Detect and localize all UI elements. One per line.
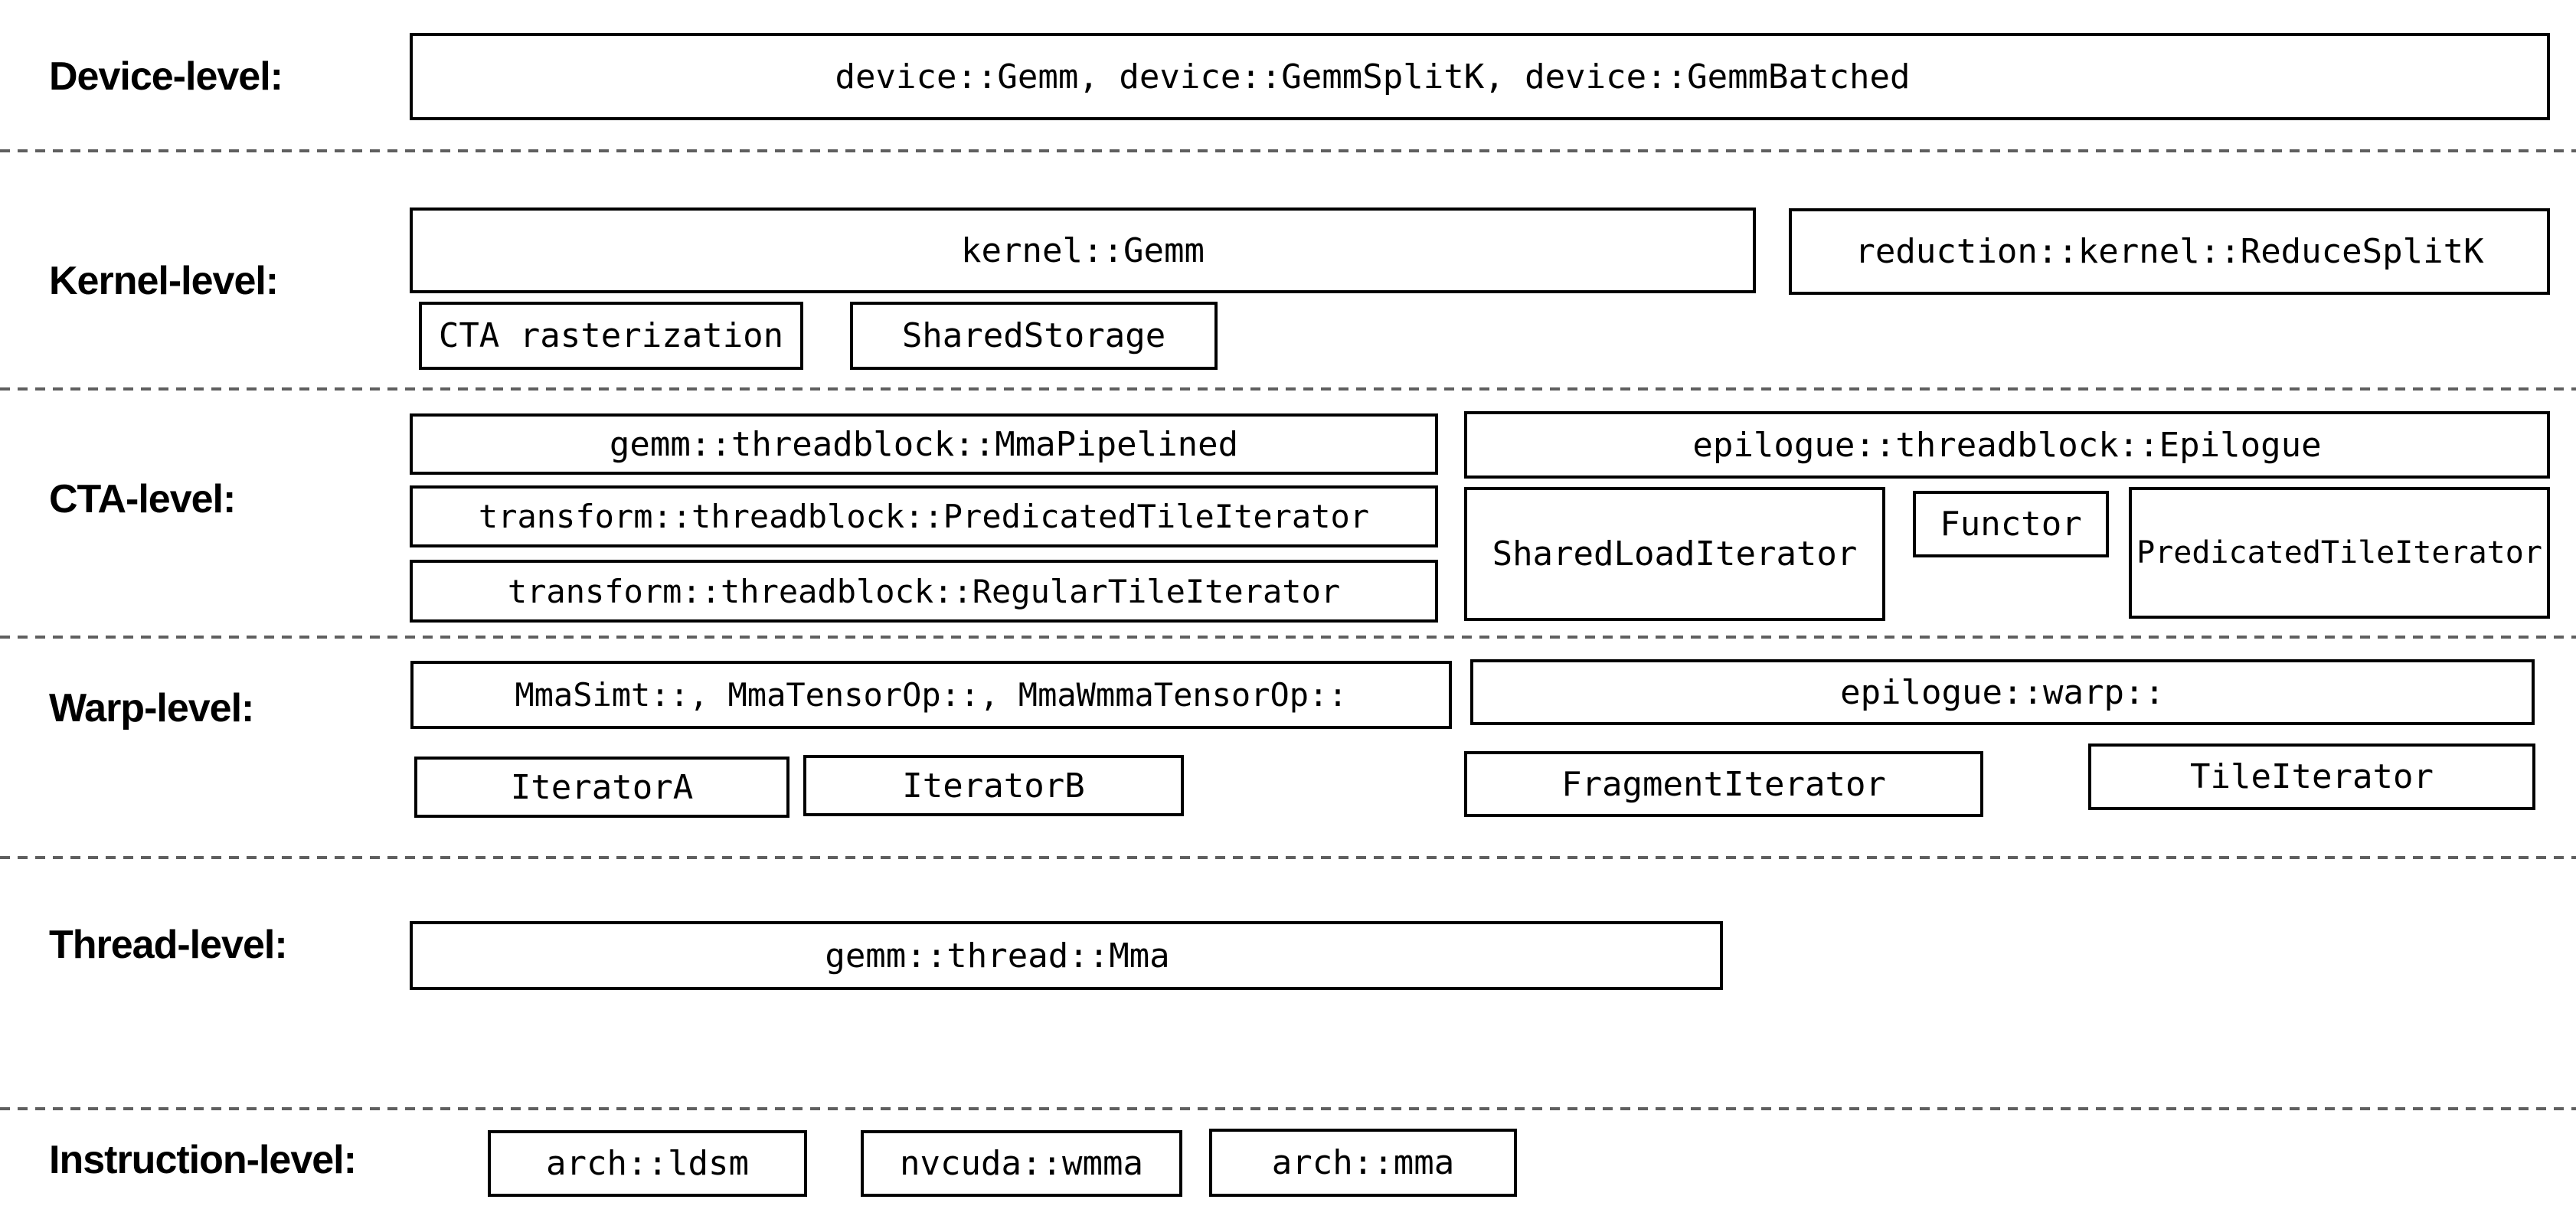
box-arch-mma: arch::mma — [1209, 1129, 1517, 1197]
row-label-kernel: Kernel-level: — [49, 259, 279, 303]
box-functor: Functor — [1913, 491, 2109, 557]
box-iterator-a: IteratorA — [414, 757, 789, 818]
box-mma-pipelined: gemm::threadblock::MmaPipelined — [410, 413, 1438, 475]
box-transform-regular-tile-iterator: transform::threadblock::RegularTileItera… — [410, 560, 1438, 623]
row-label-cta: CTA-level: — [49, 477, 236, 521]
box-epilogue-predicated-tile-iterator: PredicatedTileIterator — [2129, 487, 2550, 619]
box-shared-storage: SharedStorage — [850, 302, 1218, 370]
row-divider — [0, 636, 2576, 639]
row-divider — [0, 856, 2576, 859]
box-nvcuda-wmma: nvcuda::wmma — [861, 1130, 1182, 1197]
row-label-instruction: Instruction-level: — [49, 1138, 357, 1182]
box-warp-mma-variants: MmaSimt::, MmaTensorOp::, MmaWmmaTensorO… — [410, 661, 1452, 729]
row-label-device: Device-level: — [49, 54, 283, 99]
box-iterator-b: IteratorB — [803, 755, 1184, 816]
box-arch-ldsm: arch::ldsm — [488, 1130, 807, 1197]
box-epilogue-warp: epilogue::warp:: — [1470, 659, 2535, 725]
row-divider — [0, 1107, 2576, 1110]
box-tile-iterator: TileIterator — [2088, 743, 2535, 810]
box-fragment-iterator: FragmentIterator — [1464, 751, 1983, 817]
row-label-warp: Warp-level: — [49, 686, 254, 730]
box-epilogue-threadblock: epilogue::threadblock::Epilogue — [1464, 411, 2550, 479]
row-divider — [0, 149, 2576, 152]
box-reduction-kernel-reducesplitk: reduction::kernel::ReduceSplitK — [1789, 208, 2550, 295]
box-device-gemm-classes: device::Gemm, device::GemmSplitK, device… — [410, 33, 2550, 120]
box-kernel-gemm: kernel::Gemm — [410, 208, 1756, 293]
box-transform-predicated-tile-iterator: transform::threadblock::PredicatedTileIt… — [410, 485, 1438, 547]
box-gemm-thread-mma: gemm::thread::Mma — [410, 921, 1723, 990]
box-cta-rasterization: CTA rasterization — [419, 302, 803, 370]
row-label-thread: Thread-level: — [49, 923, 288, 967]
box-shared-load-iterator: SharedLoadIterator — [1464, 487, 1885, 621]
row-divider — [0, 387, 2576, 391]
